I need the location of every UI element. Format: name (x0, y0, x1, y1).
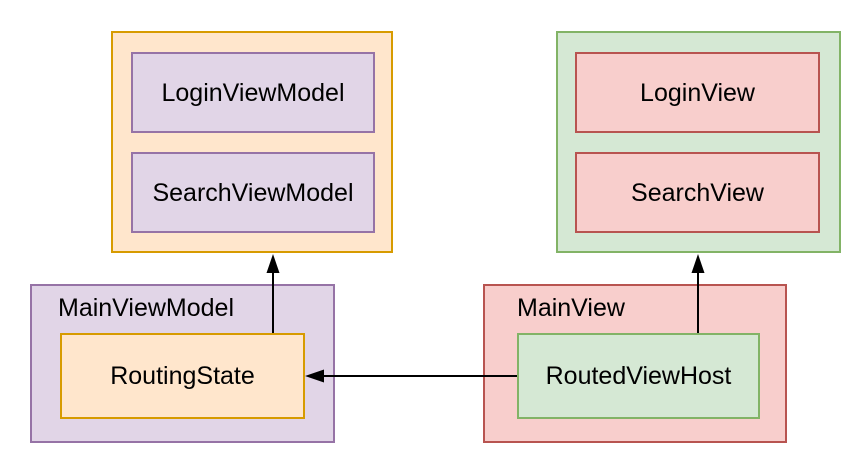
node-search-viewmodel: SearchViewModel (131, 152, 375, 233)
node-login-view: LoginView (575, 52, 820, 133)
node-login-view-label: LoginView (640, 78, 755, 107)
node-search-view: SearchView (575, 152, 820, 233)
node-search-view-label: SearchView (631, 178, 764, 207)
node-routing-state: RoutingState (60, 333, 305, 419)
node-routing-state-label: RoutingState (110, 362, 255, 390)
group-main-viewmodel-label: MainViewModel (58, 294, 235, 322)
node-search-viewmodel-label: SearchViewModel (152, 178, 354, 207)
node-routed-viewhost: RoutedViewHost (517, 333, 760, 419)
node-login-viewmodel-label: LoginViewModel (161, 78, 345, 107)
node-login-viewmodel: LoginViewModel (131, 52, 375, 133)
group-main-view-label: MainView (517, 294, 625, 322)
node-routed-viewhost-label: RoutedViewHost (545, 362, 732, 390)
